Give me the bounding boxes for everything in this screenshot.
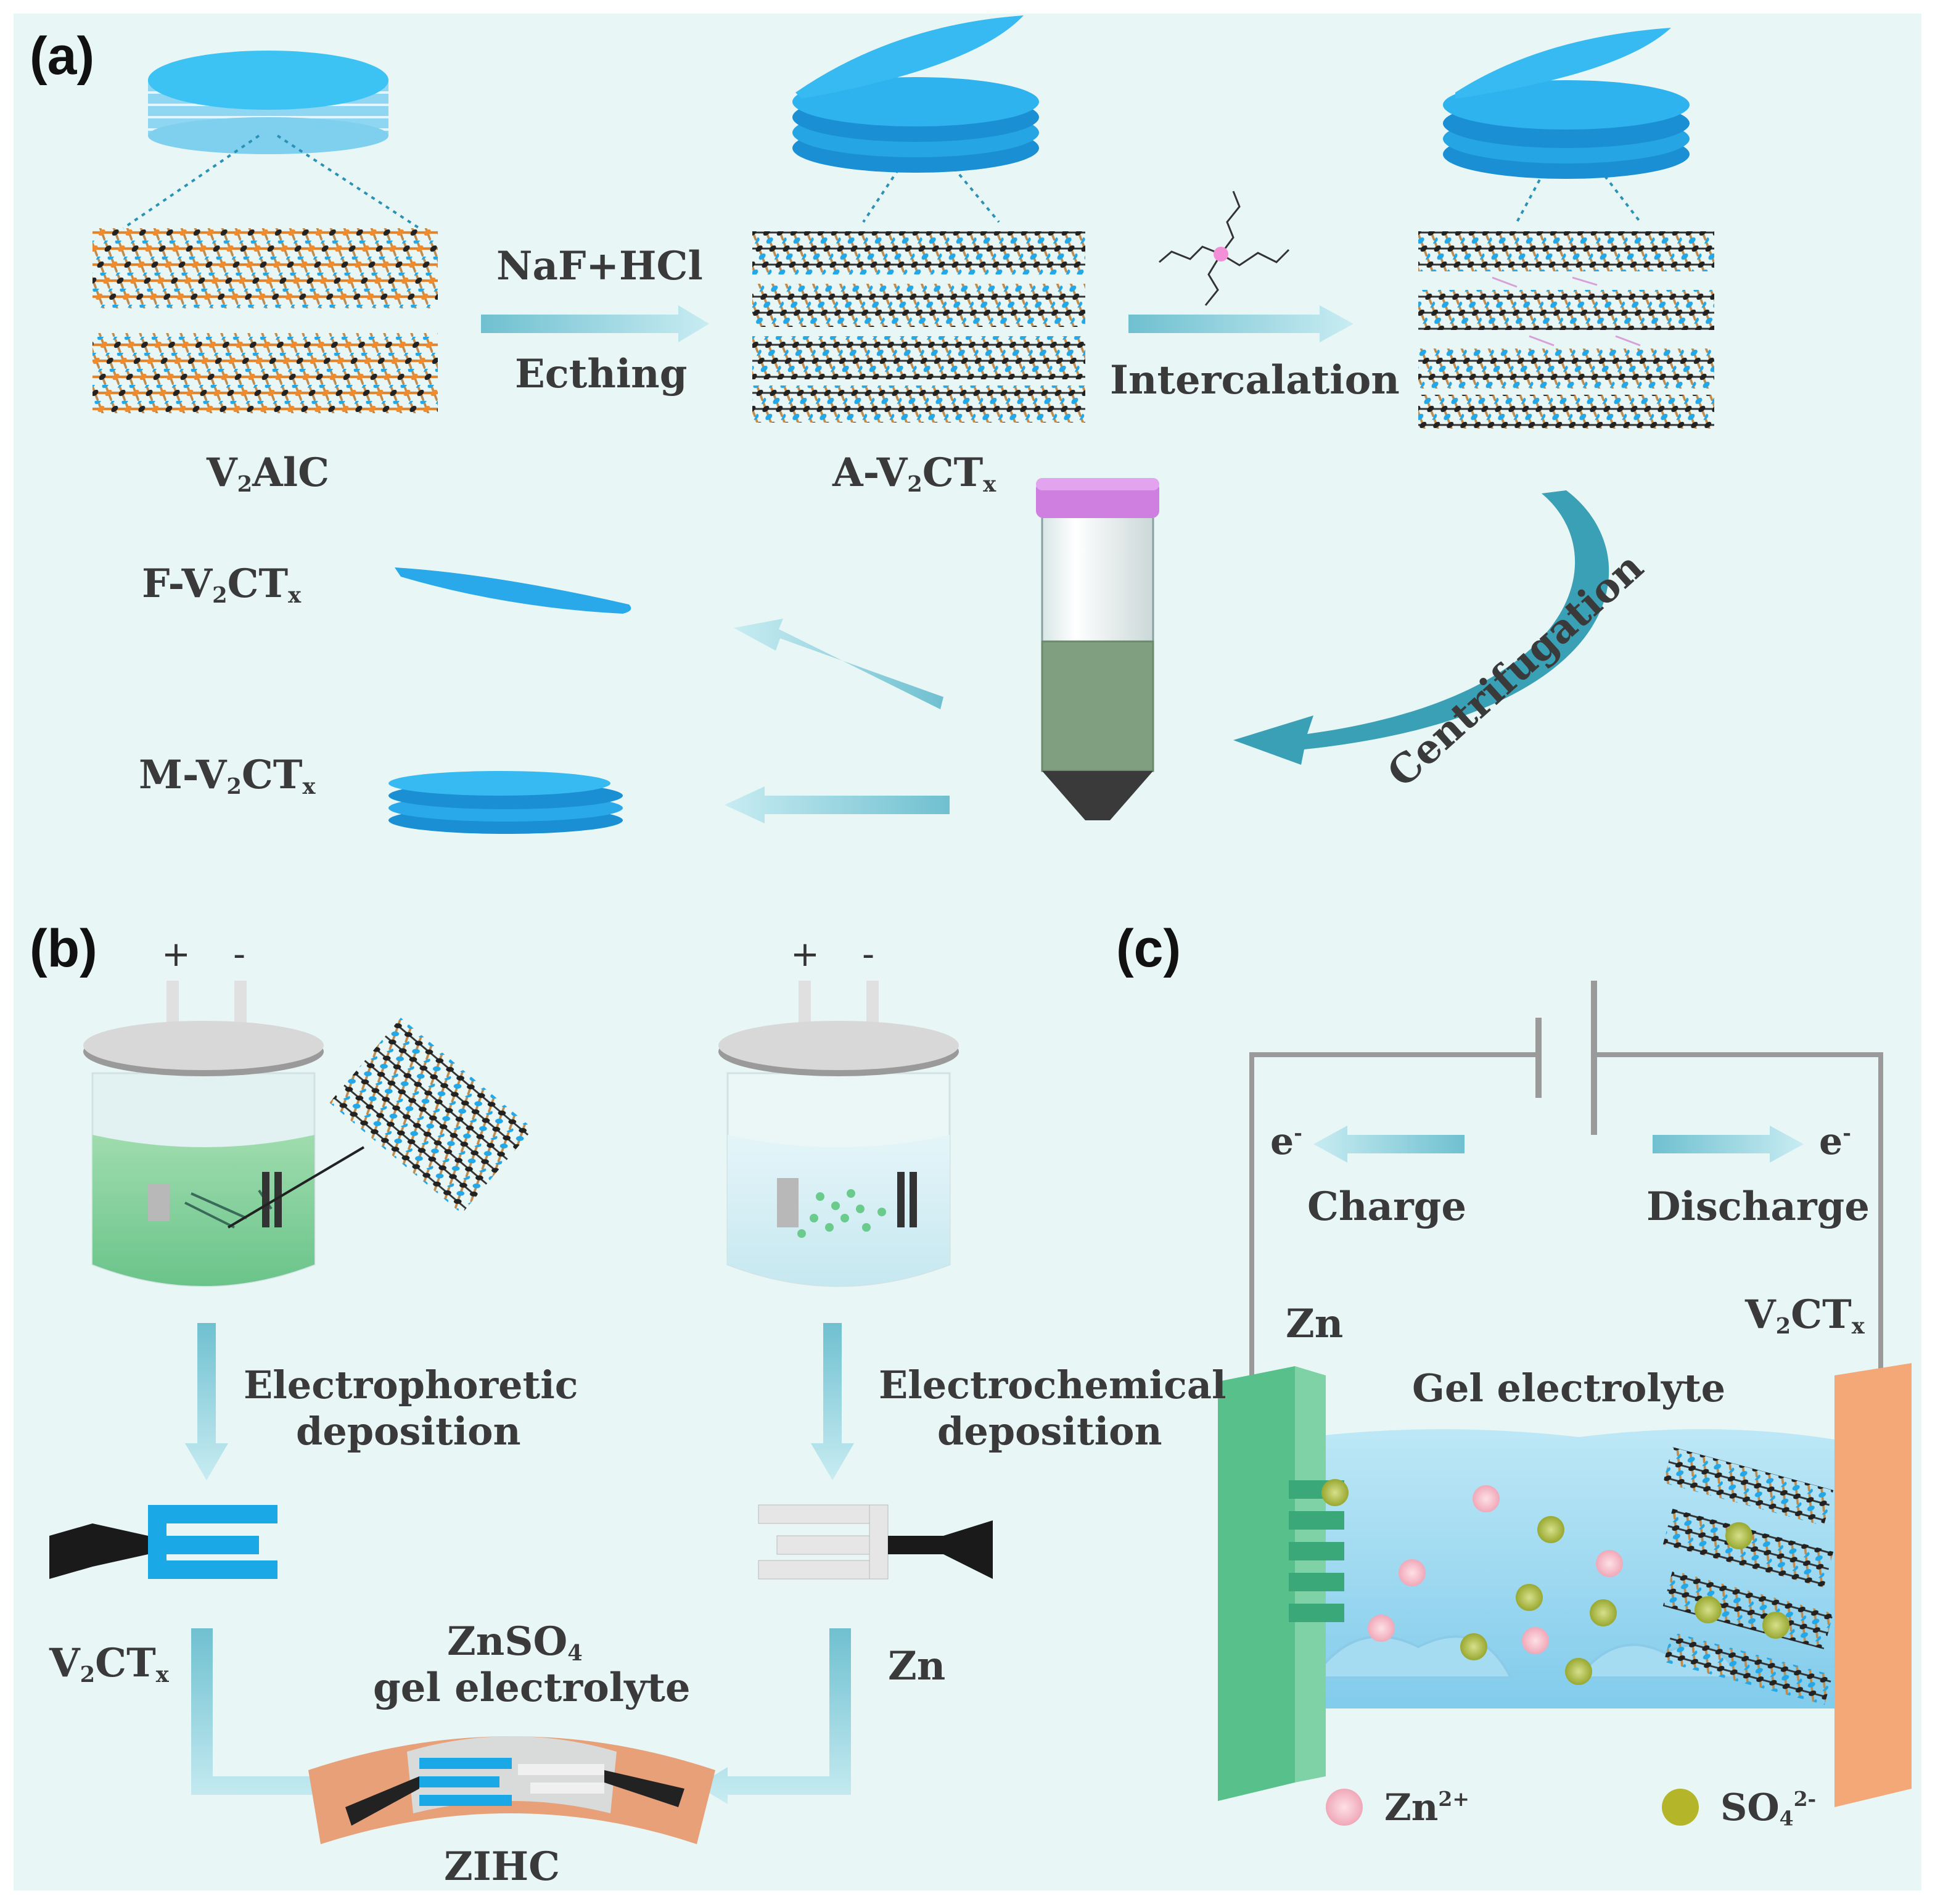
epd-label-line1: Electrophoretic [244,1362,578,1407]
v2alc-label: V2AlC [207,450,330,497]
negative-terminal-label-2: - [862,934,875,975]
f-v2ctx-arrow [734,619,943,709]
zn-anode-label: Zn [1286,1301,1344,1347]
electron-label-left: e- [1270,1120,1302,1164]
tam-molecule-icon [1159,191,1290,306]
etch-reagent-label: NaF+HCl [496,243,703,289]
charge-label: Charge [1307,1184,1467,1230]
epd-arrow [185,1323,228,1480]
f-v2ctx-sheet-icon [395,567,631,614]
m-v2ctx-label: M-V2CTx [139,752,316,799]
zn-electrode-label: Zn [888,1643,946,1689]
sheet-stack-icon-intercalated [1443,28,1690,179]
ecd-label-line2: deposition [937,1409,1162,1454]
gel-electrolyte-label: gel electrolyte [373,1665,691,1711]
interdigital-electrode-icon-v2ctx [49,1505,277,1579]
discharge-label: Discharge [1646,1184,1870,1230]
discharge-electron-arrow [1653,1126,1804,1163]
panel-label-a: (a) [30,27,95,86]
external-circuit [1249,1052,1883,1375]
zoom-lines [122,134,1641,229]
intercalation-arrow [1128,305,1354,342]
beaker-icon-ecd [718,981,959,1287]
negative-terminal-label: - [233,934,246,975]
m-v2ctx-sheet-icon [388,771,623,834]
intercalated-lattice-icon [1418,231,1714,429]
mxene-lattice-icon [329,1018,533,1214]
beaker-icon-epd [83,981,365,1287]
charge-electron-arrow [1313,1126,1465,1163]
v2ctx-cathode-label: V2CTx [1745,1292,1865,1339]
so4-ion-legend-icon [1662,1789,1699,1826]
ecd-label-line1: Electrochemical [879,1362,1226,1407]
positive-terminal-label-2: + [791,934,820,975]
battery-icon [1535,981,1597,1135]
zn-ions [1368,1485,1623,1654]
a-v2ctx-label: A-V2CTx [832,450,996,497]
panel-label-c: (c) [1116,919,1181,978]
positive-terminal-label: + [162,934,191,975]
zn-ion-legend-icon [1326,1789,1363,1826]
electron-label-right: e- [1819,1120,1851,1164]
epd-label-line2: deposition [296,1409,521,1454]
panel-label-b: (b) [30,919,97,978]
sheet-stack-icon-accordion [792,15,1039,173]
v2ctx-electrode-icon [1662,1363,1912,1807]
zihc-device-icon [308,1736,715,1844]
znso4-label: ZnSO4 [447,1618,583,1666]
v2alc-lattice-icon [92,228,438,413]
m-v2ctx-arrow [725,786,950,823]
v2ctx-electrode-label: V2CTx [49,1640,169,1688]
etching-label: Ecthing [515,351,688,397]
ecd-arrow [811,1323,854,1480]
centrifugation-arrow [1233,490,1609,765]
so4-ion-legend-label: SO42- [1720,1786,1817,1831]
so4-ions [1321,1479,1789,1685]
interdigital-electrode-icon-zn [758,1504,993,1580]
zn-ion-legend-label: Zn2+ [1384,1786,1470,1830]
intercalation-label: Intercalation [1110,357,1400,403]
gel-electrolyte-title: Gel electrolyte [1412,1366,1726,1411]
zihc-label: ZIHC [444,1844,561,1890]
etching-arrow [481,305,709,342]
f-v2ctx-label: F-V2CTx [142,561,302,608]
v2alc-disk-icon [148,51,388,154]
a-v2ctx-lattice-icon [752,231,1085,422]
zn-to-zihc-arrow [697,1628,851,1804]
centrifuge-tube-icon [1036,478,1159,820]
zn-electrode-icon [1218,1366,1344,1801]
